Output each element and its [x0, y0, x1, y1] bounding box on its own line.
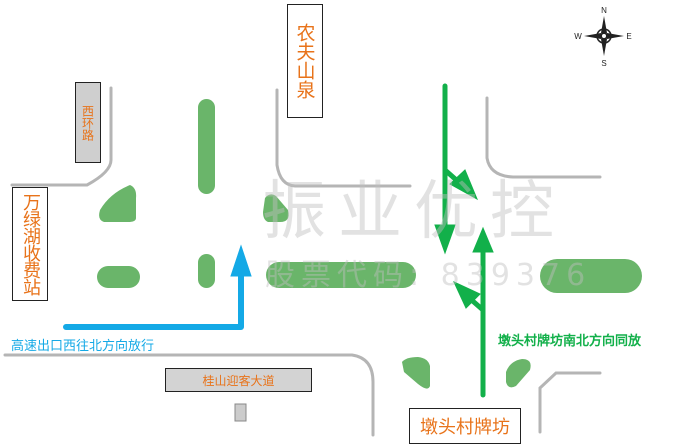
label-nongfu: 农夫山泉 [287, 4, 323, 118]
green-arrow-northbound-head [472, 226, 494, 253]
island-far-east [540, 259, 642, 293]
road-edge-ne [275, 88, 412, 188]
compass-w: W [574, 32, 582, 41]
road-edge-se [538, 371, 602, 434]
island-ne-triangle [263, 194, 289, 222]
compass-labels: N S E W [574, 6, 631, 68]
label-xihuan: 西环路 [75, 82, 101, 163]
blue-arrow-path [63, 265, 244, 330]
blue-note: 高速出口西往北方向放行 [11, 339, 155, 354]
road-edge-ne2 [485, 96, 602, 179]
compass-e: E [626, 32, 631, 41]
islands [97, 99, 642, 389]
blue-arrow [63, 244, 252, 330]
green-arrow-southbound-head [434, 224, 456, 255]
island-west [97, 266, 140, 288]
label-guishan: 桂山迎客大道 [165, 368, 312, 392]
label-wanlvhu: 万绿湖收费站 [12, 187, 48, 301]
compass-icon [584, 16, 624, 56]
green-arrows [434, 83, 494, 398]
road-edge-nw [10, 86, 113, 187]
island-center-small [198, 254, 215, 288]
green-note: 墩头村牌坊南北方向同放 [498, 334, 642, 349]
blue-arrow-head [230, 244, 252, 277]
compass-s: S [601, 59, 606, 68]
green-arrow-south-right-head [449, 169, 479, 201]
island-se-triangle [506, 359, 531, 388]
compass-n: N [601, 6, 607, 15]
road-edge-sw [3, 353, 375, 437]
island-east-long [266, 262, 416, 288]
island-center-north [198, 99, 215, 194]
label-duntou: 墩头村牌坊 [409, 408, 521, 444]
building-icon [234, 403, 247, 422]
island-nw-triangle [99, 185, 137, 222]
road-edges [3, 86, 602, 437]
green-arrow-north-left-head [452, 280, 481, 309]
island-sw-triangle [402, 357, 430, 389]
